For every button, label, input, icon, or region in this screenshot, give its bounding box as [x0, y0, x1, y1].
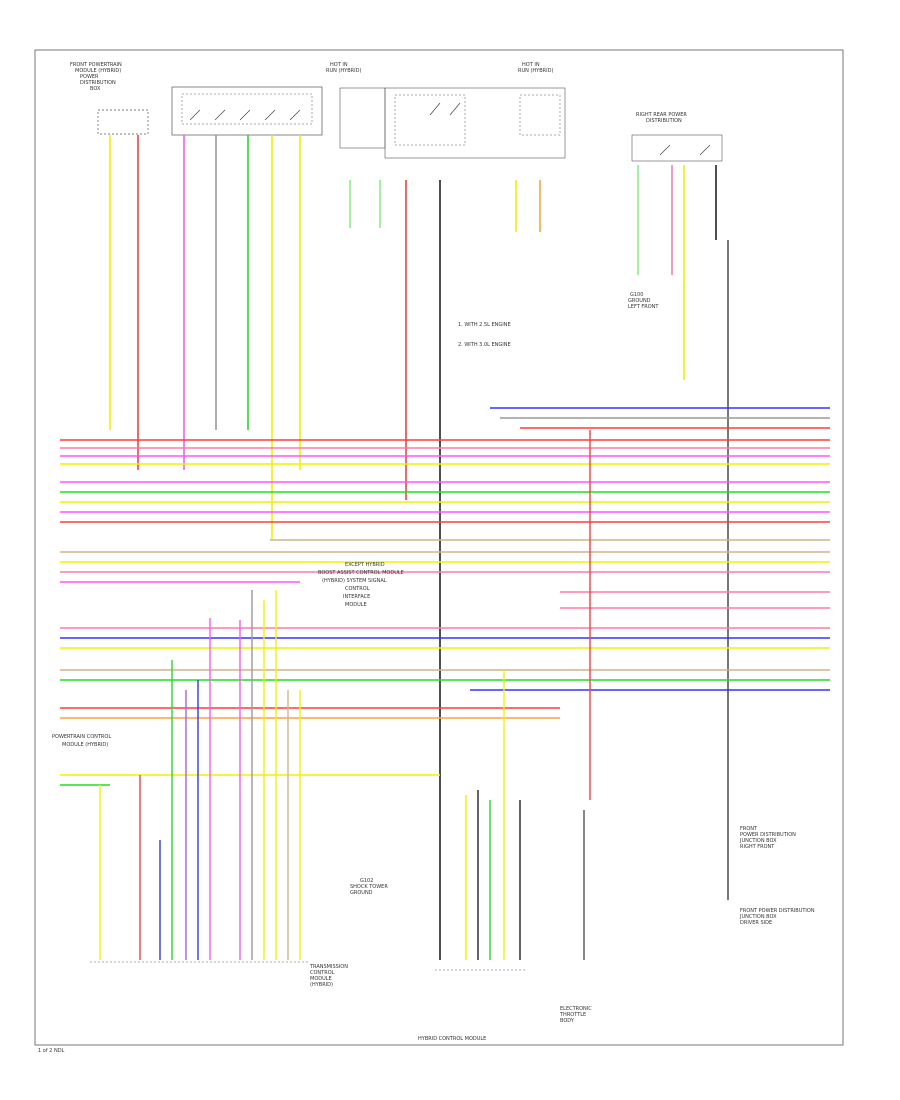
center-box-line-6: MODULE [345, 602, 367, 608]
center-box-line-5: INTERFACE [343, 594, 370, 600]
bottom-module-b-line-3: BODY [560, 1018, 575, 1024]
top-left-module-line-5: BOX [90, 86, 101, 92]
vertical-wires-bottom [99, 430, 591, 960]
right-box-a-line-4: RIGHT FRONT [740, 844, 775, 850]
relay-box [171, 86, 323, 136]
top-left-module: FRONT POWERTRAIN MODULE (HYBRID) POWER D… [70, 62, 149, 135]
ground-b-line-1: G102 [360, 878, 373, 884]
legend: 1. WITH 2.5L ENGINE 2. WITH 3.0L ENGINE [458, 322, 511, 348]
right-box-a-line-1: FRONT [740, 826, 758, 832]
bottom-module-a-line-1: TRANSMISSION [309, 964, 348, 970]
hot-label-a-2: RUN (HYBRID) [326, 68, 361, 74]
right-labels: FRONT POWER DISTRIBUTION JUNCTION BOX RI… [739, 826, 815, 926]
hot-label-b-1: HOT IN [522, 62, 540, 68]
left-module-line-1: POWERTRAIN CONTROL [52, 734, 111, 740]
top-left-module-line-1: FRONT POWERTRAIN [70, 62, 122, 68]
hot-label-b-2: RUN (HYBRID) [518, 68, 553, 74]
center-box-line-2: BOOST ASSIST CONTROL MODULE [318, 570, 404, 576]
top-left-module-line-3: POWER [80, 74, 99, 80]
bottom-center-label: HYBRID CONTROL MODULE [418, 1036, 486, 1042]
top-left-module-line-4: DISTRIBUTION [80, 80, 116, 86]
center-box-line-1: EXCEPT HYBRID [345, 562, 385, 568]
ground-a-line-3: LEFT FRONT [628, 304, 659, 310]
ground-b-line-3: GROUND [350, 890, 373, 896]
center-box-line-4: CONTROL [345, 586, 370, 592]
footer-code: 1 of 2 NDL [38, 1048, 65, 1054]
bottom-module-b-line-2: THROTTLE [559, 1012, 586, 1018]
right-box-a-line-2: POWER DISTRIBUTION [740, 832, 796, 838]
top-right-module: RIGHT REAR POWER DISTRIBUTION [631, 112, 723, 162]
ground-a-line-2: GROUND [628, 298, 651, 304]
diagram-frame [34, 49, 844, 1046]
bottom-module-a-line-2: CONTROL [310, 970, 335, 976]
right-box-b-line-3: DRIVER SIDE [740, 920, 772, 926]
bottom-module-b-line-1: ELECTRONIC [560, 1006, 592, 1012]
horizontal-bus [60, 407, 830, 786]
right-box-b-line-1: FRONT POWER DISTRIBUTION [740, 908, 815, 914]
top-right-module-line-1: RIGHT REAR POWER [636, 112, 687, 118]
center-box-line-3: (HYBRID) SYSTEM SIGNAL [322, 578, 387, 584]
top-left-module-line-2: MODULE (HYBRID) [75, 68, 121, 74]
center-box-label: EXCEPT HYBRID BOOST ASSIST CONTROL MODUL… [318, 562, 404, 608]
right-box-a-line-3: JUNCTION BOX [739, 838, 777, 844]
fuse-box-top [339, 87, 566, 159]
legend-line-1: 1. WITH 2.5L ENGINE [458, 322, 511, 328]
bottom-module-a-line-4: (HYBRID) [310, 982, 333, 988]
hot-label-a-1: HOT IN [330, 62, 348, 68]
vertical-wires-top [109, 135, 729, 960]
ground-b-line-2: SHOCK TOWER [350, 884, 388, 890]
left-module-line-2: MODULE (HYBRID) [62, 742, 108, 748]
right-box-b-line-2: JUNCTION BOX [739, 914, 777, 920]
legend-line-2: 2. WITH 3.0L ENGINE [458, 342, 511, 348]
ground-a-line-1: G100 [630, 292, 643, 298]
top-right-module-line-2: DISTRIBUTION [646, 118, 682, 124]
bottom-module-a-line-3: MODULE [310, 976, 332, 982]
